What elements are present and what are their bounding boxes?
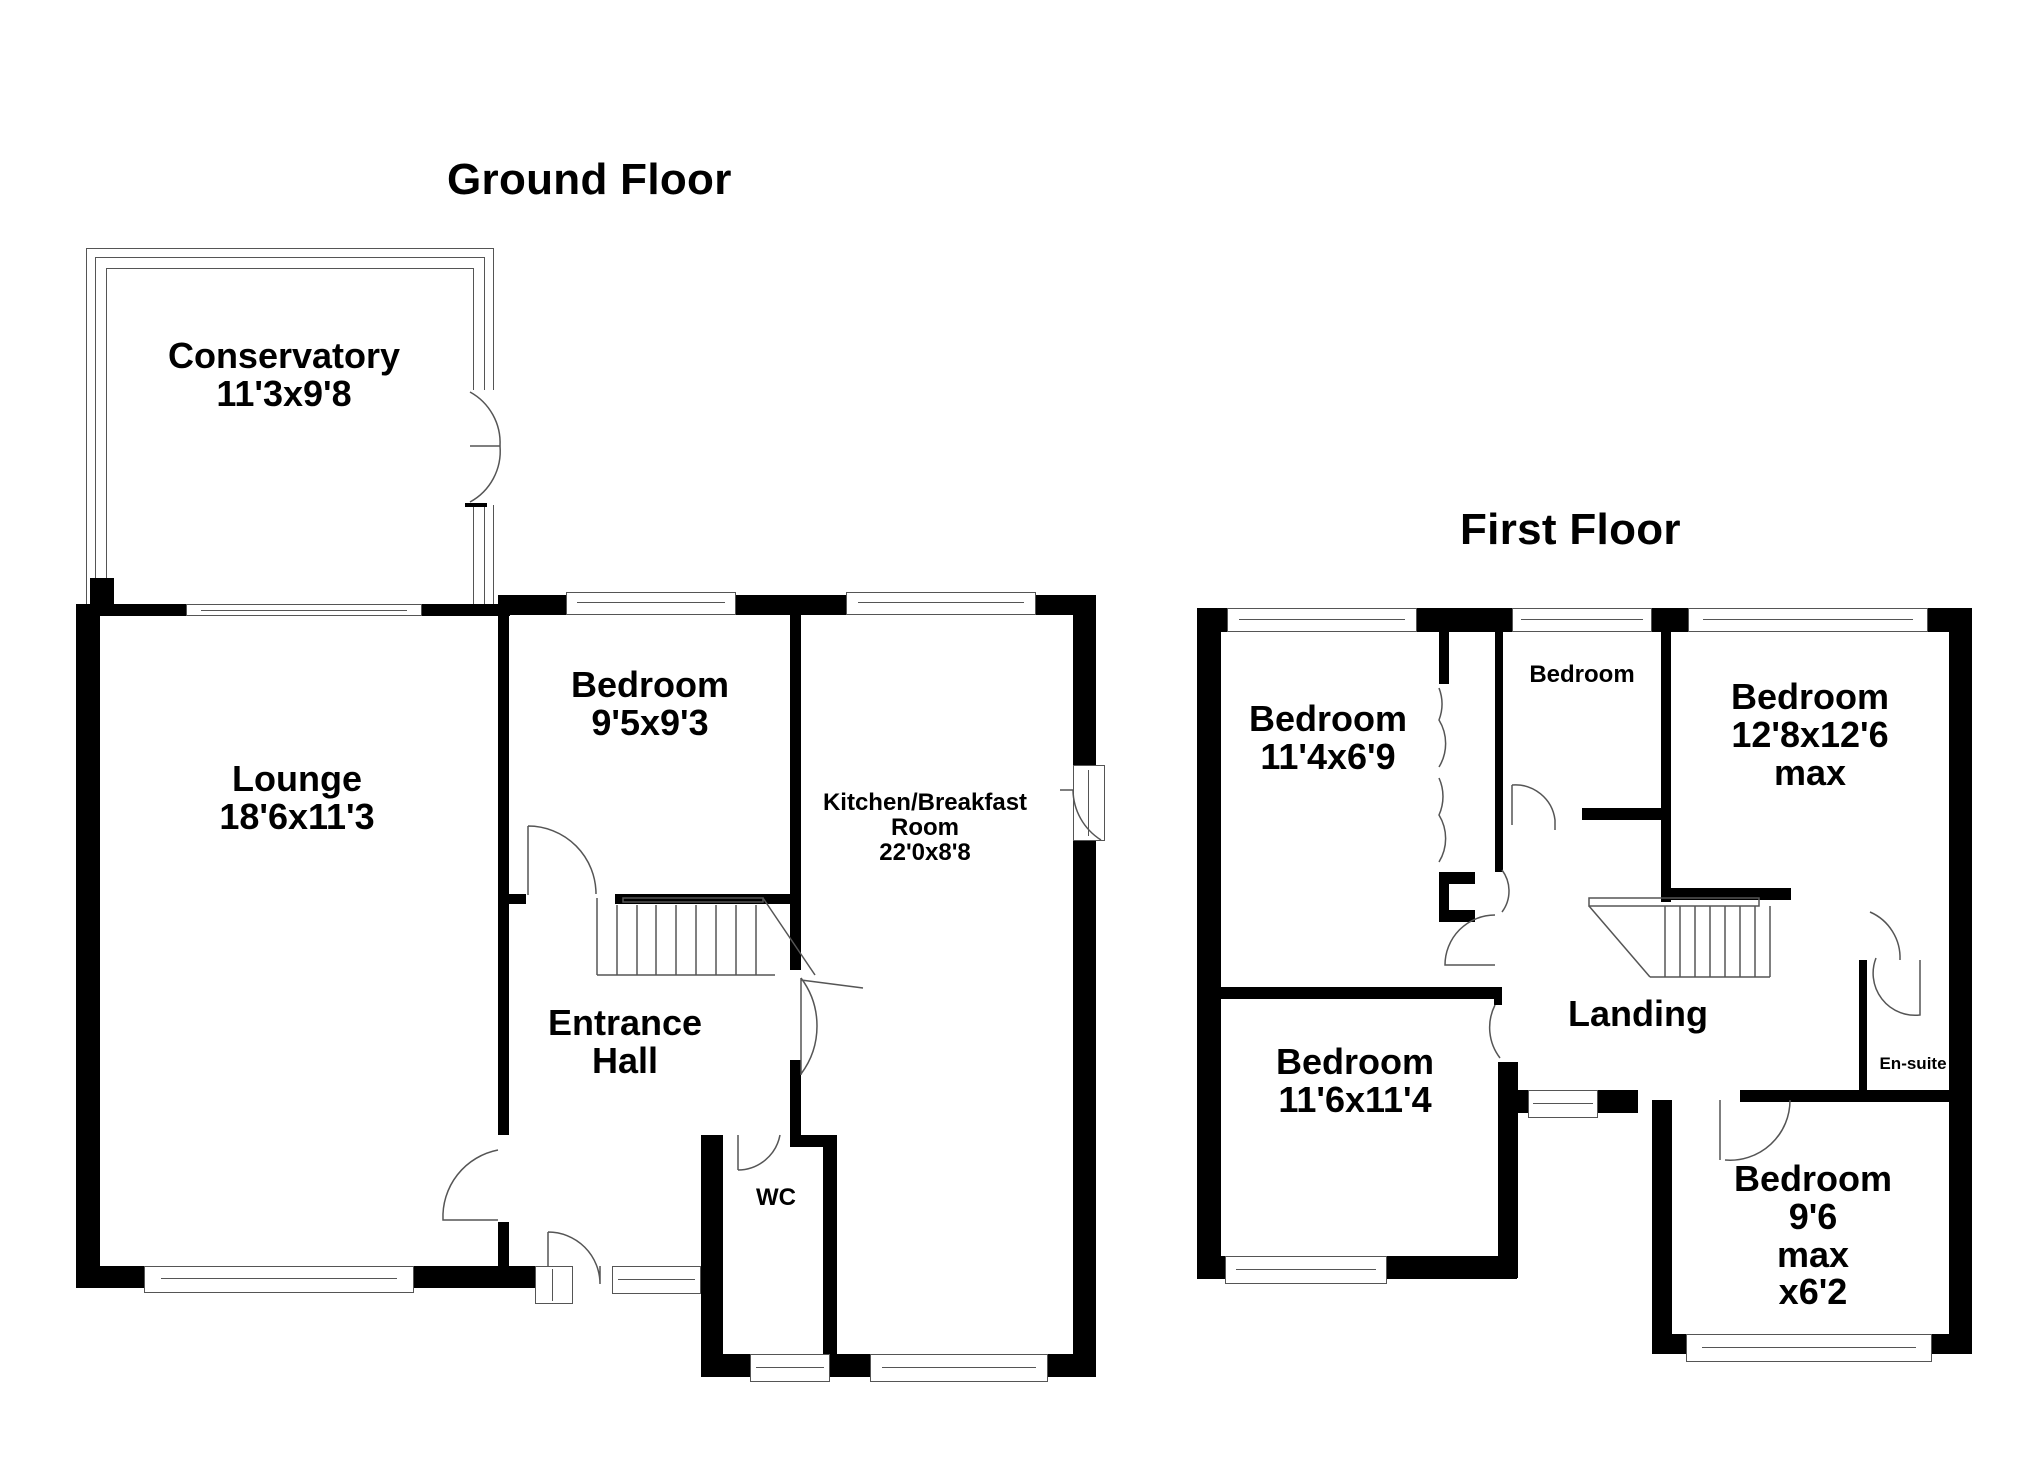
kitchen-wall-right-lower bbox=[1073, 841, 1096, 1377]
bedroom-kitchen-divider bbox=[790, 610, 801, 970]
lounge-wall-top-right bbox=[422, 604, 510, 616]
conservatory-post bbox=[90, 578, 114, 608]
wc-window bbox=[750, 1354, 830, 1382]
ff-wall-top-2 bbox=[1417, 608, 1512, 632]
bedroom-wall-bottom-left bbox=[504, 894, 526, 904]
ff-window-bedroom5 bbox=[1686, 1334, 1932, 1362]
kitchen-side-door-frame bbox=[1073, 765, 1105, 841]
ff-closet-box-left bbox=[1439, 872, 1449, 922]
ff-closet-box-bottom bbox=[1439, 910, 1475, 922]
ff-landing-divider-lower bbox=[1494, 987, 1502, 1005]
hall-wall-bottom bbox=[509, 1266, 535, 1288]
bedroom-window bbox=[566, 592, 736, 615]
ff-landing-bottom-far bbox=[1740, 1090, 1859, 1102]
room-label-en-suite: En-suite bbox=[1879, 1054, 1947, 1073]
ff-landing-bottom-right bbox=[1598, 1090, 1638, 1113]
front-door-frame bbox=[535, 1266, 573, 1304]
room-label-bedroom-small: Bedroom bbox=[1529, 661, 1635, 688]
kitchen-window-top bbox=[846, 592, 1036, 615]
kitchen-hall-divider bbox=[790, 1060, 801, 1136]
ff-window-bedroom3 bbox=[1225, 1256, 1387, 1284]
lounge-hall-divider-lower bbox=[498, 1222, 509, 1272]
ff-window-bedroom1 bbox=[1227, 608, 1417, 632]
wc-wall-top bbox=[790, 1135, 837, 1147]
lounge-hall-divider bbox=[498, 610, 509, 1135]
ff-bedroom3-right bbox=[1498, 1062, 1518, 1278]
ff-big-bedroom-bottom-wall bbox=[1661, 888, 1791, 900]
lounge-patio-window bbox=[186, 604, 422, 616]
ff-wall-bedroom-divider bbox=[1221, 987, 1496, 999]
ff-wall-top-1 bbox=[1197, 608, 1227, 632]
ff-bedroom5-left bbox=[1652, 1100, 1672, 1354]
ground-floor-title: Ground Floor bbox=[447, 155, 732, 204]
ff-wall-top-3 bbox=[1652, 608, 1688, 632]
kitchen-window-bottom bbox=[870, 1354, 1048, 1382]
ff-window-bedroom-large bbox=[1688, 608, 1928, 632]
ff-ensuite-bottom bbox=[1859, 1090, 1972, 1102]
room-label-landing: Landing bbox=[1568, 993, 1708, 1034]
bedroom-wall-bottom-right bbox=[615, 894, 801, 904]
bedroom-wall-top-right bbox=[736, 595, 846, 615]
ff-wall-left bbox=[1197, 608, 1221, 1278]
kitchen-wall-right-upper bbox=[1073, 595, 1096, 765]
ff-ensuite-left bbox=[1859, 960, 1867, 1100]
ff-window-bedroom-small bbox=[1512, 608, 1652, 632]
ff-landing-bottom-left bbox=[1498, 1090, 1528, 1113]
first-floor-title: First Floor bbox=[1460, 505, 1681, 554]
room-label-wc: WC bbox=[756, 1184, 796, 1211]
ff-wall-right bbox=[1949, 608, 1972, 1354]
lounge-wall-left bbox=[76, 604, 100, 1288]
ff-small-bedroom-right bbox=[1661, 632, 1671, 902]
ff-window-landing bbox=[1528, 1090, 1598, 1118]
wc-wall-left bbox=[701, 1135, 723, 1377]
ff-small-bedroom-bottom bbox=[1582, 808, 1671, 820]
hall-side-window bbox=[612, 1266, 701, 1294]
ff-landing-divider-upper bbox=[1495, 632, 1503, 872]
bedroom-wall-top-left bbox=[498, 595, 566, 615]
lounge-window bbox=[144, 1266, 414, 1293]
lounge-wall-top-left bbox=[76, 604, 186, 616]
conservatory-door-jamb bbox=[465, 503, 487, 507]
wc-wall-right bbox=[823, 1135, 837, 1377]
conservatory-door-gap bbox=[470, 390, 500, 505]
ff-closet-wall-upper bbox=[1439, 632, 1449, 684]
